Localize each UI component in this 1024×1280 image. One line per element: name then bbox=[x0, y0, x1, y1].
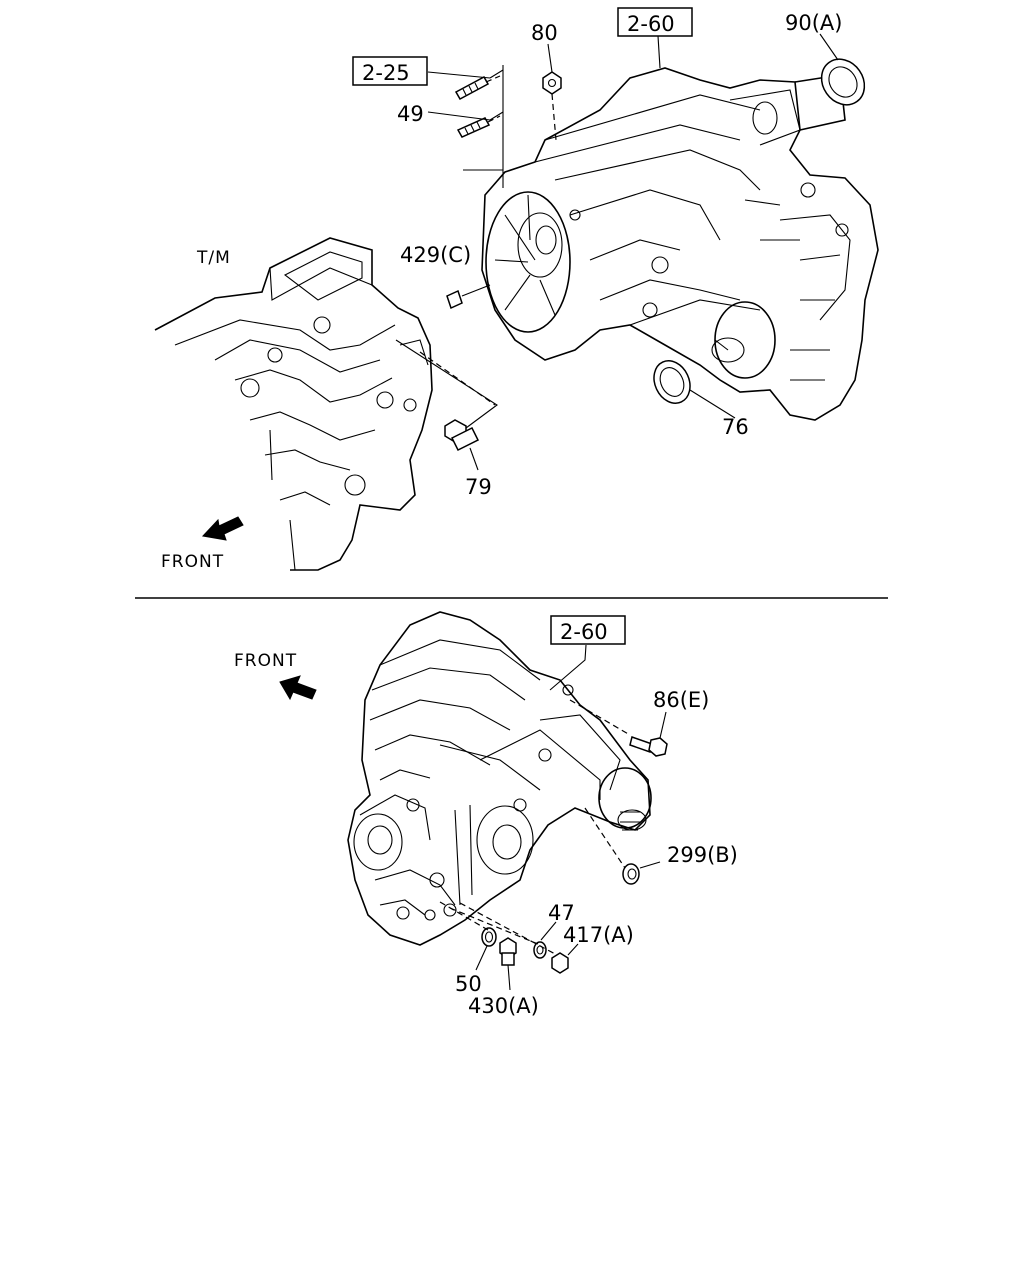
ref-box-2-25 bbox=[352, 56, 428, 86]
plug-430a bbox=[499, 937, 517, 966]
seal-299b bbox=[622, 863, 640, 885]
tm-label: T/M bbox=[196, 248, 231, 268]
stud-49 bbox=[456, 117, 491, 138]
plug-417a bbox=[551, 952, 569, 974]
part-86e-label: 86(E) bbox=[653, 688, 709, 712]
ref-2-60-top-label: 2-60 bbox=[627, 12, 675, 36]
part-76-label: 76 bbox=[722, 415, 749, 439]
stud-2-25 bbox=[454, 75, 490, 101]
seal-76 bbox=[653, 360, 691, 404]
ref-box-2-60-top bbox=[617, 7, 693, 37]
bolt-86e bbox=[629, 736, 668, 757]
part-50-label: 50 bbox=[455, 972, 482, 996]
nut-80 bbox=[542, 71, 562, 95]
ref-2-25-label: 2-25 bbox=[362, 61, 410, 85]
part-47-label: 47 bbox=[548, 901, 575, 925]
front-arrow-top bbox=[202, 516, 244, 541]
seal-90a bbox=[820, 58, 866, 106]
ref-2-60-bottom-label: 2-60 bbox=[560, 620, 608, 644]
part-430a-label: 430(A) bbox=[468, 994, 539, 1018]
bolt-79 bbox=[444, 419, 480, 452]
front-top-label: FRONT bbox=[161, 552, 224, 572]
front-bottom-label: FRONT bbox=[234, 651, 297, 671]
part-429c-label: 429(C) bbox=[400, 243, 471, 267]
part-80-label: 80 bbox=[531, 21, 558, 45]
front-arrow-bottom bbox=[279, 675, 317, 701]
guide-lines-bottom bbox=[439, 644, 667, 991]
transfer-case-bottom bbox=[347, 611, 652, 946]
part-79-label: 79 bbox=[465, 475, 492, 499]
transfer-case-top bbox=[481, 67, 879, 421]
ref-box-2-60-bottom bbox=[550, 615, 626, 645]
part-417a-label: 417(A) bbox=[563, 923, 634, 947]
part-49-label: 49 bbox=[397, 102, 424, 126]
o-ring-47 bbox=[533, 941, 547, 959]
part-299b-label: 299(B) bbox=[667, 843, 738, 867]
dowel-429c bbox=[446, 289, 463, 310]
part-90a-label: 90(A) bbox=[785, 11, 842, 35]
o-ring-50 bbox=[481, 927, 497, 947]
transmission-housing bbox=[154, 237, 433, 571]
guide-lines-top bbox=[395, 33, 839, 471]
